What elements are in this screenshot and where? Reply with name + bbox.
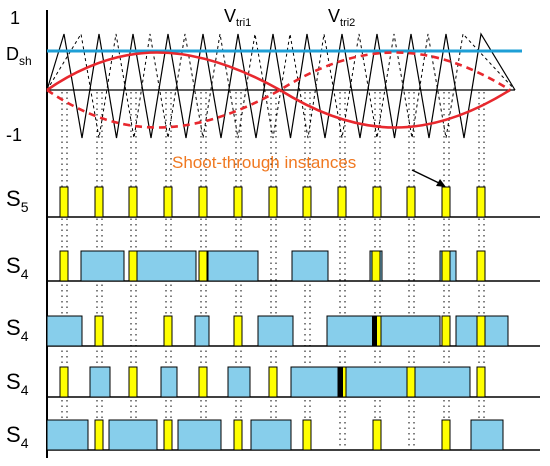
row-label-sub: 5 — [21, 199, 29, 215]
row-label-sub: 4 — [21, 266, 29, 282]
row-label-sub: 4 — [21, 382, 29, 398]
yellow-pulse — [198, 366, 208, 398]
yellow-pulse — [406, 366, 416, 398]
yellow-pulse — [198, 186, 208, 218]
yellow-pulse — [441, 186, 451, 218]
blue-pulse — [257, 315, 294, 347]
yellow-pulse — [163, 186, 173, 218]
label-dsh-sub: sh — [19, 54, 32, 68]
yellow-pulse — [371, 250, 381, 282]
yellow-pulse — [372, 419, 382, 451]
label-vtri2: Vtri2 — [328, 6, 355, 29]
blue-pulse — [194, 315, 210, 347]
yellow-pulse — [233, 315, 243, 347]
yellow-pulse — [94, 419, 104, 451]
yellow-pulse — [476, 186, 486, 218]
yellow-pulse — [302, 186, 312, 218]
yellow-pulse — [441, 419, 451, 451]
blue-pulse — [326, 315, 441, 347]
blue-pulse — [46, 419, 89, 451]
yellow-pulse — [268, 186, 278, 218]
row-label-main: S — [6, 369, 21, 394]
blue-pulse — [250, 419, 292, 451]
label-dsh-main: D — [6, 44, 19, 64]
yellow-pulse — [94, 315, 104, 347]
blue-pulse — [133, 250, 197, 282]
row-label-3: S4 — [6, 315, 29, 344]
blue-pulse — [89, 366, 111, 398]
blue-pulse — [470, 419, 504, 451]
yellow-pulse — [163, 315, 173, 347]
row-label-sub: 4 — [21, 328, 29, 344]
blue-pulse — [227, 366, 251, 398]
row-label-main: S — [6, 422, 21, 447]
yellow-pulse — [128, 186, 138, 218]
blue-pulse — [291, 250, 329, 282]
yellow-pulse — [268, 366, 278, 398]
yellow-pulse — [163, 419, 173, 451]
triangle-carrier-2-dashed — [46, 32, 516, 139]
blue-pulse — [160, 366, 178, 398]
label-dsh: Dsh — [6, 44, 32, 68]
blue-pulse — [46, 315, 83, 347]
shoot-through-annotation: Shoot-through instances — [172, 153, 356, 172]
yellow-pulse — [198, 250, 208, 282]
yellow-pulse — [94, 186, 104, 218]
row-label-main: S — [6, 315, 21, 340]
yellow-pulse — [59, 366, 69, 398]
blue-pulse — [207, 250, 259, 282]
sine-wave-1 — [46, 51, 511, 129]
yellow-pulse — [128, 250, 138, 282]
yellow-pulse — [441, 315, 451, 347]
yellow-pulse — [476, 366, 486, 398]
label-vtri1-sub: tri1 — [236, 17, 251, 29]
label-vtri2-sub: tri2 — [340, 17, 355, 29]
yellow-pulse — [59, 186, 69, 218]
overlap-marker-2 — [338, 367, 343, 397]
triangle-carriers — [46, 32, 516, 139]
row-label-2: S4 — [6, 253, 29, 282]
label-vtri2-main: V — [328, 6, 340, 26]
triangle-carrier-1 — [46, 32, 516, 139]
yellow-pulse — [337, 186, 347, 218]
row-label-4: S4 — [6, 369, 29, 398]
row-label-main: S — [6, 186, 21, 211]
label-vtri1: Vtri1 — [224, 6, 251, 29]
yellow-pulse — [372, 186, 382, 218]
label-vtri1-main: V — [224, 6, 236, 26]
yellow-pulse — [441, 250, 451, 282]
annotation-arrow-head — [436, 179, 446, 187]
yellow-pulse — [406, 186, 416, 218]
yellow-pulse — [59, 250, 69, 282]
row-label-1: S5 — [6, 186, 29, 215]
blue-pulse — [80, 250, 125, 282]
yellow-pulse — [476, 250, 486, 282]
blue-pulse — [108, 419, 158, 451]
blue-pulse — [177, 419, 222, 451]
yellow-pulse — [233, 419, 243, 451]
blue-pulse-blocks — [46, 250, 509, 451]
yellow-pulse — [233, 186, 243, 218]
sine-wave-2-dashed — [46, 51, 511, 129]
overlap-marker-1 — [372, 316, 377, 346]
yellow-shoot-through-pulses — [59, 186, 486, 451]
yellow-pulse — [476, 315, 486, 347]
label-one: 1 — [10, 8, 20, 28]
label-minus-one: -1 — [6, 125, 22, 145]
blue-pulse — [290, 366, 471, 398]
row-label-sub: 4 — [21, 435, 29, 451]
annotation-arrow-line — [411, 169, 442, 185]
row-label-main: S — [6, 253, 21, 278]
row-label-5: S4 — [6, 422, 29, 451]
yellow-pulse — [302, 419, 312, 451]
yellow-pulse — [128, 366, 138, 398]
